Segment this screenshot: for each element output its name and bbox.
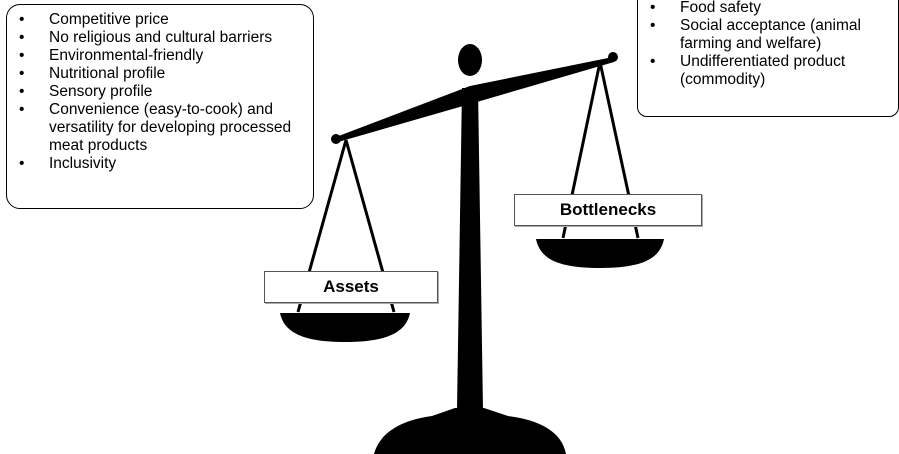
assets-item: Inclusivity <box>19 155 305 173</box>
assets-item: Sensory profile <box>19 83 305 101</box>
bottlenecks-list: Food safety Social acceptance (animal fa… <box>650 0 890 89</box>
bottlenecks-label: Bottlenecks <box>514 194 702 226</box>
assets-item: Environmental-friendly <box>19 47 305 65</box>
beam-left-end <box>331 134 341 144</box>
assets-item: No religious and cultural barriers <box>19 29 305 47</box>
left-pan <box>280 313 410 342</box>
bottlenecks-item: Food safety <box>650 0 890 17</box>
bottlenecks-list-box: Food safety Social acceptance (animal fa… <box>637 0 899 117</box>
scale-finial <box>458 44 482 76</box>
scale-beam <box>336 57 614 142</box>
assets-item: Convenience (easy-to-cook) and versatili… <box>19 101 305 155</box>
bottlenecks-item: Undifferentiated product (commodity) <box>650 53 890 89</box>
assets-item: Competitive price <box>19 11 305 29</box>
scale-base <box>374 408 566 454</box>
assets-list: Competitive price No religious and cultu… <box>19 11 305 173</box>
scale-stand <box>457 88 483 410</box>
right-pan <box>536 239 664 268</box>
assets-list-box: Competitive price No religious and cultu… <box>6 4 314 209</box>
bottlenecks-item: Social acceptance (animal farming and we… <box>650 17 890 53</box>
assets-item: Nutritional profile <box>19 65 305 83</box>
beam-right-end <box>608 52 618 62</box>
assets-label: Assets <box>264 271 438 303</box>
